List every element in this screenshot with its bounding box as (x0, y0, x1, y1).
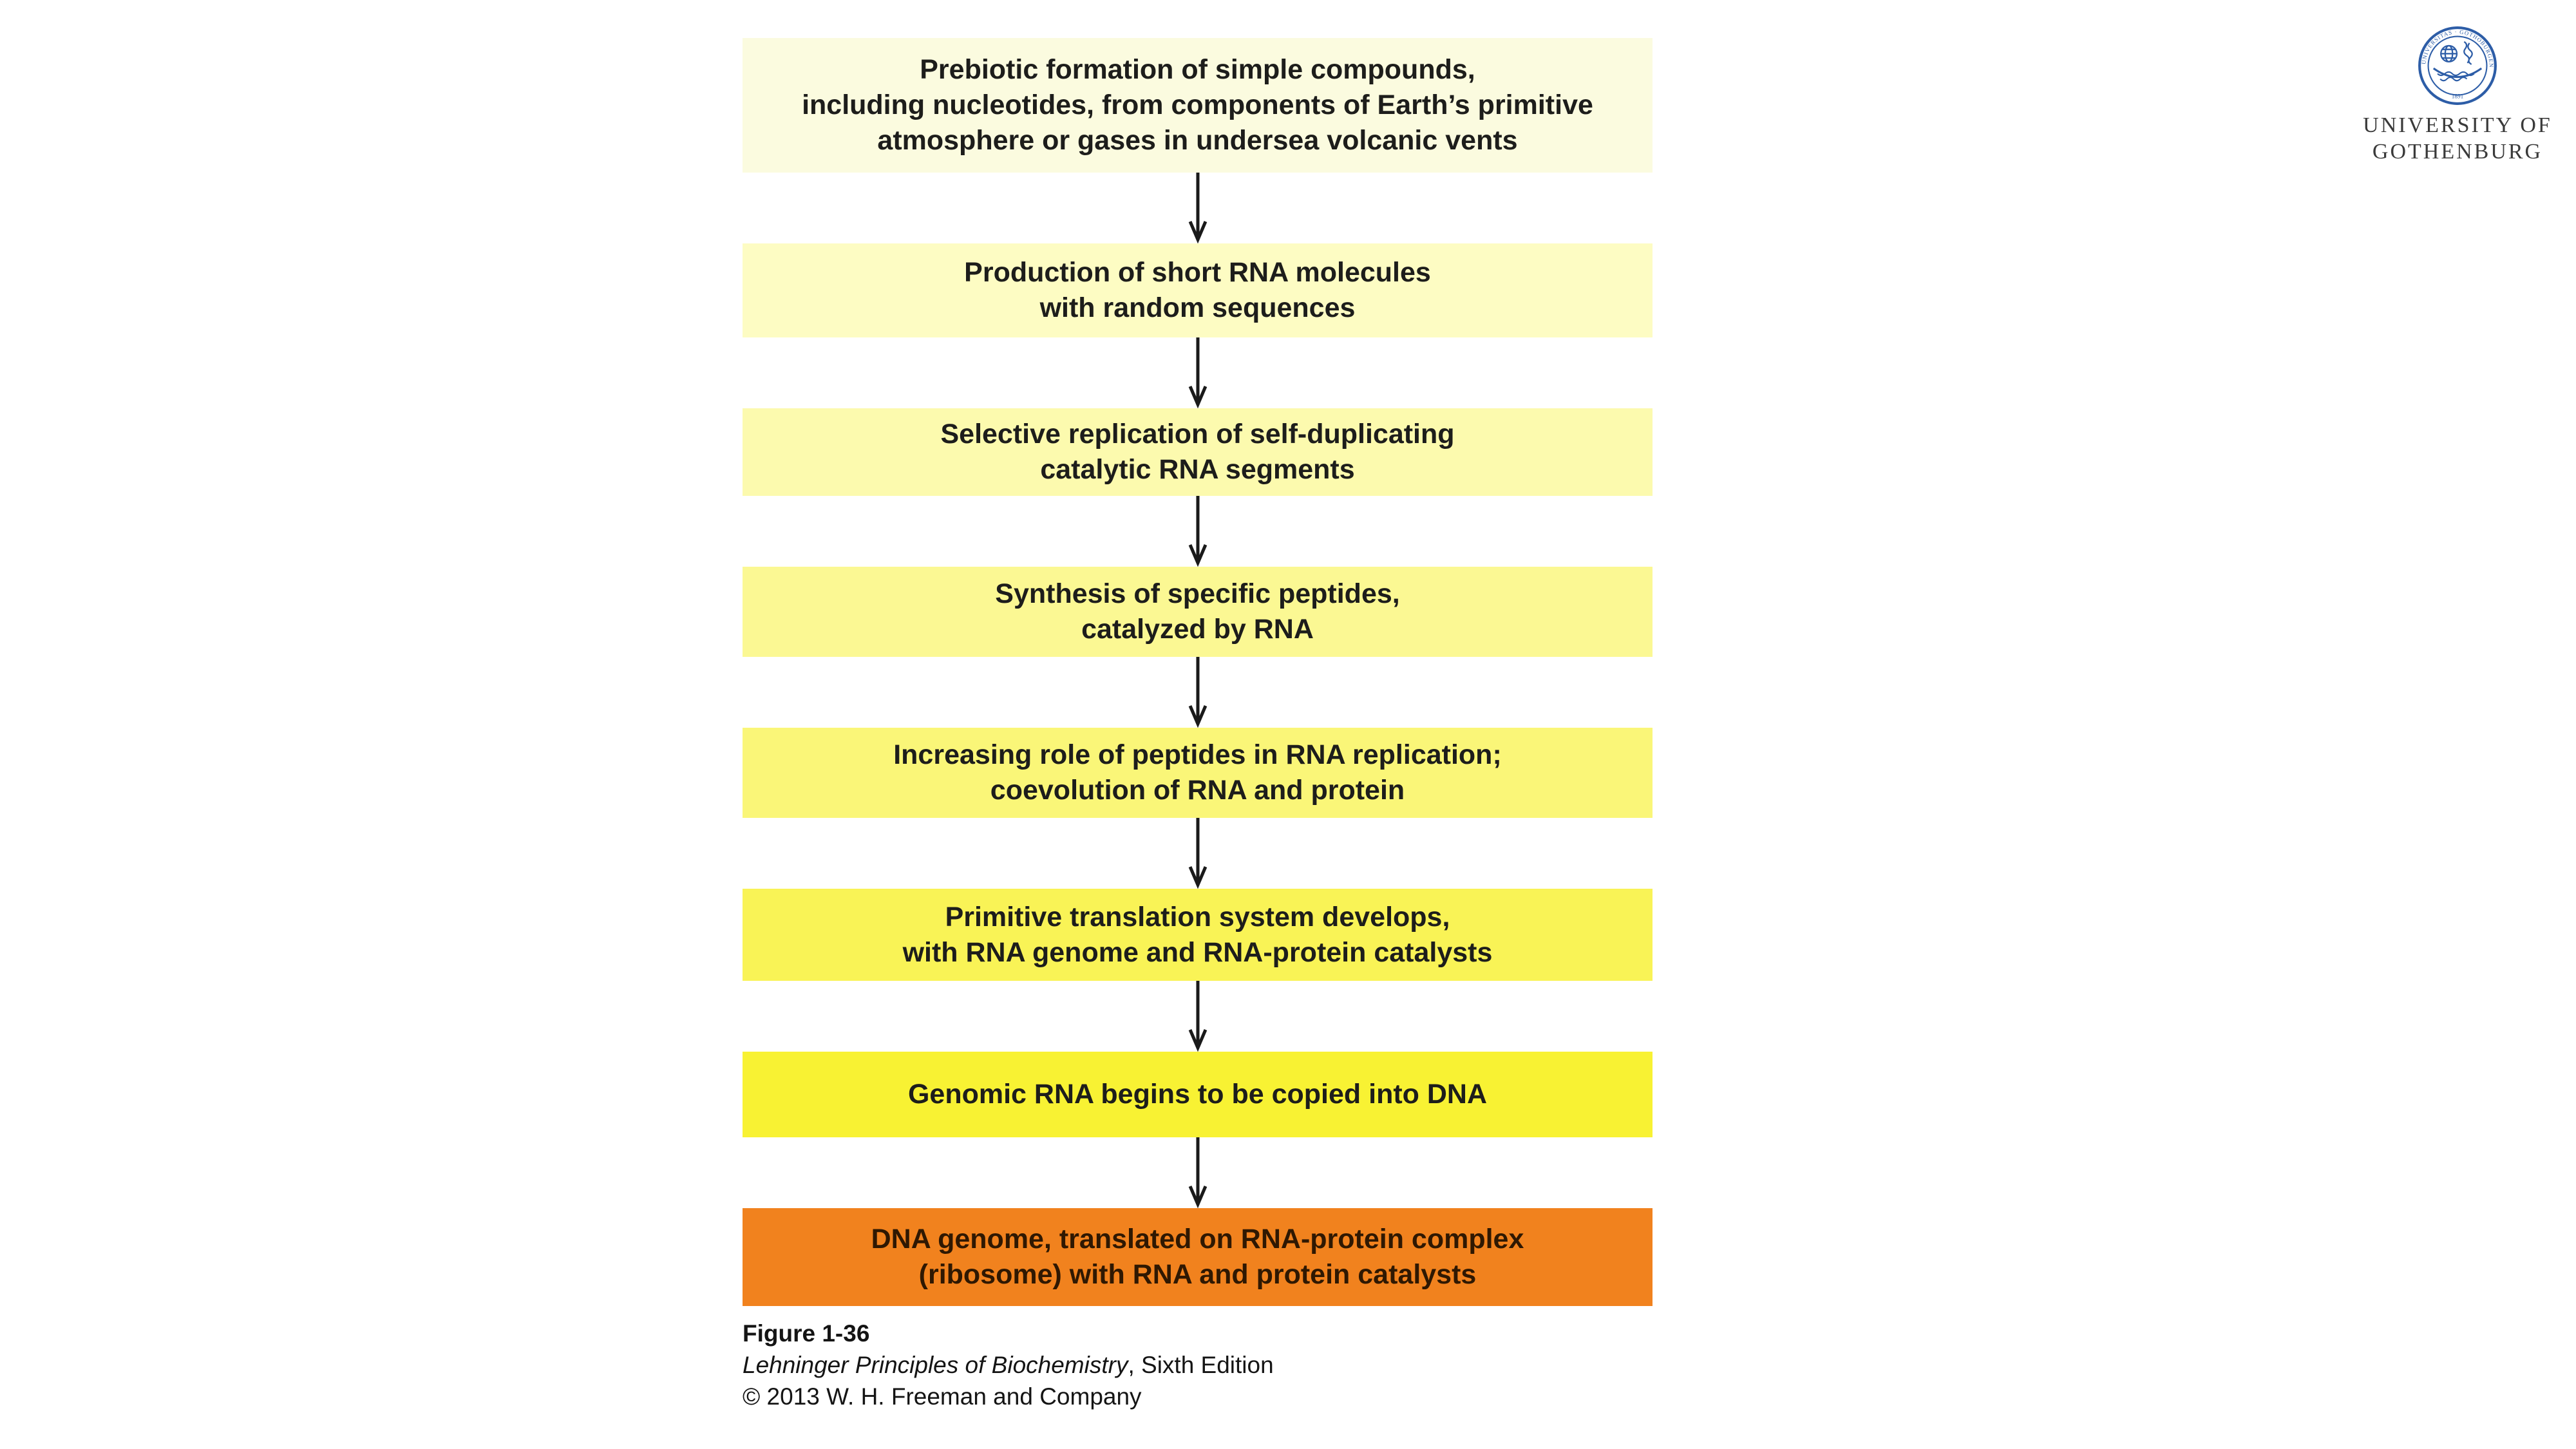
flow-box-7-label: Genomic RNA begins to be copied into DNA (907, 1079, 1488, 1110)
down-arrow-icon (1188, 496, 1207, 567)
book-reference: Lehninger Principles of Biochemistry, Si… (743, 1349, 1274, 1381)
flow-box-2-label: Production of short RNA molecules with r… (964, 257, 1431, 323)
copyright-line: © 2013 W. H. Freeman and Company (743, 1383, 1142, 1410)
flow-box-2: Production of short RNA molecules with r… (743, 243, 1653, 337)
down-arrow-icon (1188, 981, 1207, 1052)
figure-caption: Figure 1-36 Lehninger Principles of Bioc… (743, 1318, 1274, 1412)
university-seal-icon: UNIVERSITAS · GOTHOBURGENSIS 1891 (2418, 26, 2497, 105)
down-arrow-icon (1188, 173, 1207, 243)
flow-box-1: Prebiotic formation of simple compounds,… (743, 38, 1653, 173)
flow-box-6-label: Primitive translation system develops, w… (902, 901, 1493, 968)
flow-box-4-label: Synthesis of specific peptides, catalyze… (995, 578, 1400, 645)
flow-box-3-label: Selective replication of self-duplicatin… (940, 419, 1455, 485)
seal-year: 1891 (2452, 94, 2464, 100)
book-edition: , Sixth Edition (1128, 1352, 1274, 1378)
flow-box-7: Genomic RNA begins to be copied into DNA (743, 1052, 1653, 1137)
university-wordmark: UNIVERSITY OF GOTHENBURG (2338, 112, 2576, 165)
flow-box-5: Increasing role of peptides in RNA repli… (743, 728, 1653, 818)
flow-box-3: Selective replication of self-duplicatin… (743, 408, 1653, 496)
university-wordmark-line2: GOTHENBURG (2372, 140, 2543, 164)
flowchart: Prebiotic formation of simple compounds,… (743, 38, 1653, 1306)
down-arrow-icon (1188, 657, 1207, 728)
flow-box-8: DNA genome, translated on RNA-protein co… (743, 1208, 1653, 1306)
book-title: Lehninger Principles of Biochemistry (743, 1352, 1128, 1378)
university-logo: UNIVERSITAS · GOTHOBURGENSIS 1891 UNIVER… (2338, 26, 2576, 165)
flow-box-6: Primitive translation system develops, w… (743, 889, 1653, 981)
flow-box-4: Synthesis of specific peptides, catalyze… (743, 567, 1653, 657)
seal-emblem (2432, 41, 2483, 82)
figure-number: Figure 1-36 (743, 1320, 870, 1347)
down-arrow-icon (1188, 1137, 1207, 1208)
down-arrow-icon (1188, 818, 1207, 889)
down-arrow-icon (1188, 337, 1207, 408)
flow-box-8-label: DNA genome, translated on RNA-protein co… (871, 1224, 1524, 1290)
flow-box-5-label: Increasing role of peptides in RNA repli… (893, 739, 1502, 806)
flow-box-1-label: Prebiotic formation of simple compounds,… (802, 54, 1593, 156)
university-wordmark-line1: UNIVERSITY OF (2363, 113, 2552, 137)
